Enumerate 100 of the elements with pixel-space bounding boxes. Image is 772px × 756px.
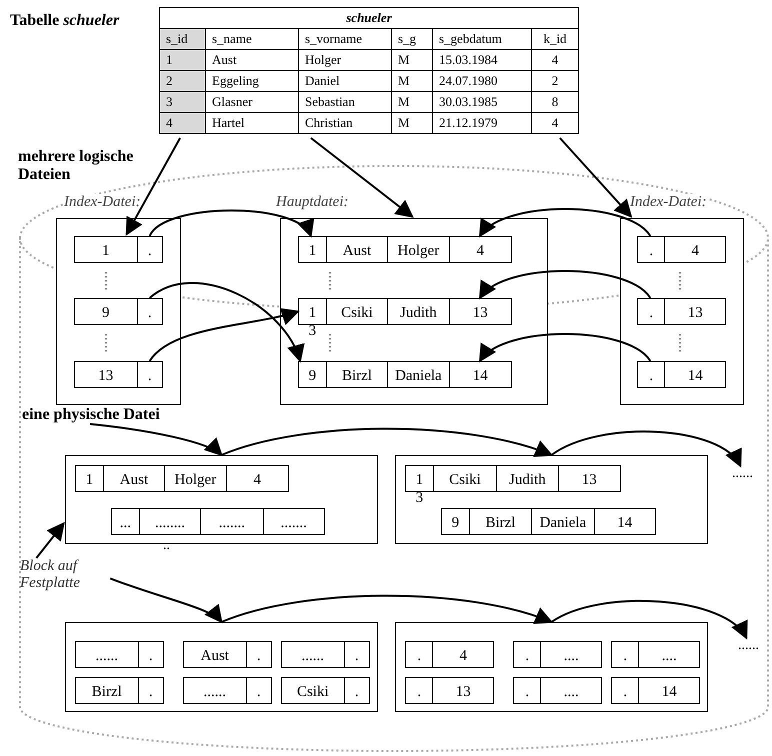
arrow — [478, 208, 652, 238]
field-value: 1 3 — [308, 304, 316, 340]
disk-block — [65, 455, 378, 544]
table-value: Holger — [305, 52, 342, 67]
field-value: . — [148, 242, 152, 260]
arrow — [551, 600, 748, 640]
field-value: ...... — [96, 647, 118, 665]
field-value: Csiki — [341, 304, 373, 322]
table-value: 4 — [552, 52, 558, 67]
record-box — [405, 677, 494, 704]
column-header: s_g — [398, 31, 416, 46]
table-value: 1 — [166, 52, 172, 67]
arrow — [550, 430, 742, 468]
column-header: s_vorname — [305, 31, 362, 46]
arrow — [126, 138, 181, 236]
field-value: 14 — [472, 367, 488, 385]
arrow — [148, 210, 312, 238]
ellipsis-text: ...... — [738, 638, 759, 654]
field-value: 9 — [452, 514, 460, 532]
record-box — [405, 641, 494, 668]
table-value: Glasner — [212, 94, 252, 109]
field-value: 4 — [459, 647, 467, 665]
record-box — [183, 641, 272, 668]
arrow — [36, 522, 65, 559]
field-value: . — [649, 242, 654, 260]
record-box — [513, 677, 602, 704]
record-box — [637, 236, 726, 263]
section-heading: eine physische Datei — [22, 406, 222, 424]
field-value: . — [148, 367, 152, 385]
field-value: ...... — [302, 647, 324, 665]
field-value: . — [525, 683, 530, 701]
field-value: Daniela — [395, 367, 442, 385]
callout-text: Block auf Festplatte — [20, 558, 102, 592]
table-title: schueler — [346, 10, 392, 25]
field-value: ....... — [280, 514, 307, 532]
field-value: Aust — [120, 471, 148, 489]
record-box — [637, 298, 726, 325]
ellipsis-text: ...... — [732, 466, 753, 482]
record-box — [183, 677, 272, 704]
arrow — [310, 137, 414, 218]
table-value: M — [398, 52, 410, 67]
field-value: . — [417, 683, 422, 701]
disk-block — [395, 622, 708, 712]
record-box — [281, 641, 370, 668]
field-value: .... — [564, 683, 579, 701]
table-value: 3 — [166, 94, 172, 109]
disk-block — [65, 622, 378, 712]
table-value: 21.12.1979 — [439, 115, 498, 130]
field-value: Csiki — [449, 471, 481, 489]
arrow — [559, 137, 632, 218]
field-value: .... — [662, 647, 677, 665]
table-value: 2 — [552, 73, 558, 88]
field-value: 1 — [102, 242, 110, 260]
field-value: . — [148, 647, 153, 665]
field-value: . — [649, 304, 654, 322]
record-box — [75, 465, 289, 492]
field-value: ... — [120, 514, 131, 532]
arrow — [478, 333, 652, 362]
record-box — [513, 641, 602, 668]
field-value: Csiki — [296, 683, 329, 701]
field-value: 4 — [691, 242, 699, 260]
field-value: ........ — [154, 514, 185, 532]
field-value: Holger — [398, 242, 440, 260]
table-value: 15.03.1984 — [439, 52, 498, 67]
field-value: . — [148, 683, 153, 701]
field-value: 14 — [662, 683, 677, 701]
table-value: Hartel — [212, 115, 244, 130]
arrow — [149, 282, 303, 363]
arrow — [221, 428, 554, 458]
field-value: 13 — [582, 471, 597, 489]
field-value: Judith — [400, 304, 437, 322]
arrow — [148, 307, 300, 362]
table-value: M — [398, 73, 410, 88]
field-value: Aust — [200, 647, 229, 665]
table-value: Daniel — [305, 73, 340, 88]
field-value: 9 — [308, 367, 316, 385]
arrow — [90, 423, 223, 456]
field-value: ....... — [218, 514, 245, 532]
table-value: 4 — [166, 115, 172, 130]
field-value: . — [623, 683, 628, 701]
table-value: M — [398, 94, 410, 109]
ellipsis-text: .. — [163, 538, 170, 554]
field-value: . — [148, 304, 152, 322]
table-value: Sebastian — [305, 94, 355, 109]
field-value: 4 — [254, 471, 262, 489]
column-header: k_id — [543, 31, 567, 46]
field-value: 1 — [308, 242, 316, 260]
section-heading: mehrere logische Dateien — [18, 148, 134, 184]
field-value: . — [256, 647, 261, 665]
record-box — [637, 361, 726, 388]
arrow — [221, 594, 554, 625]
field-value: Birzl — [342, 367, 372, 385]
column-header: s_id — [166, 31, 188, 46]
table-value: M — [398, 115, 410, 130]
field-value: 1 3 — [415, 471, 424, 507]
record-box — [611, 641, 700, 668]
field-value: 9 — [102, 304, 110, 322]
field-value: 1 — [86, 471, 94, 489]
field-value: . — [525, 647, 530, 665]
arrow — [110, 577, 223, 624]
